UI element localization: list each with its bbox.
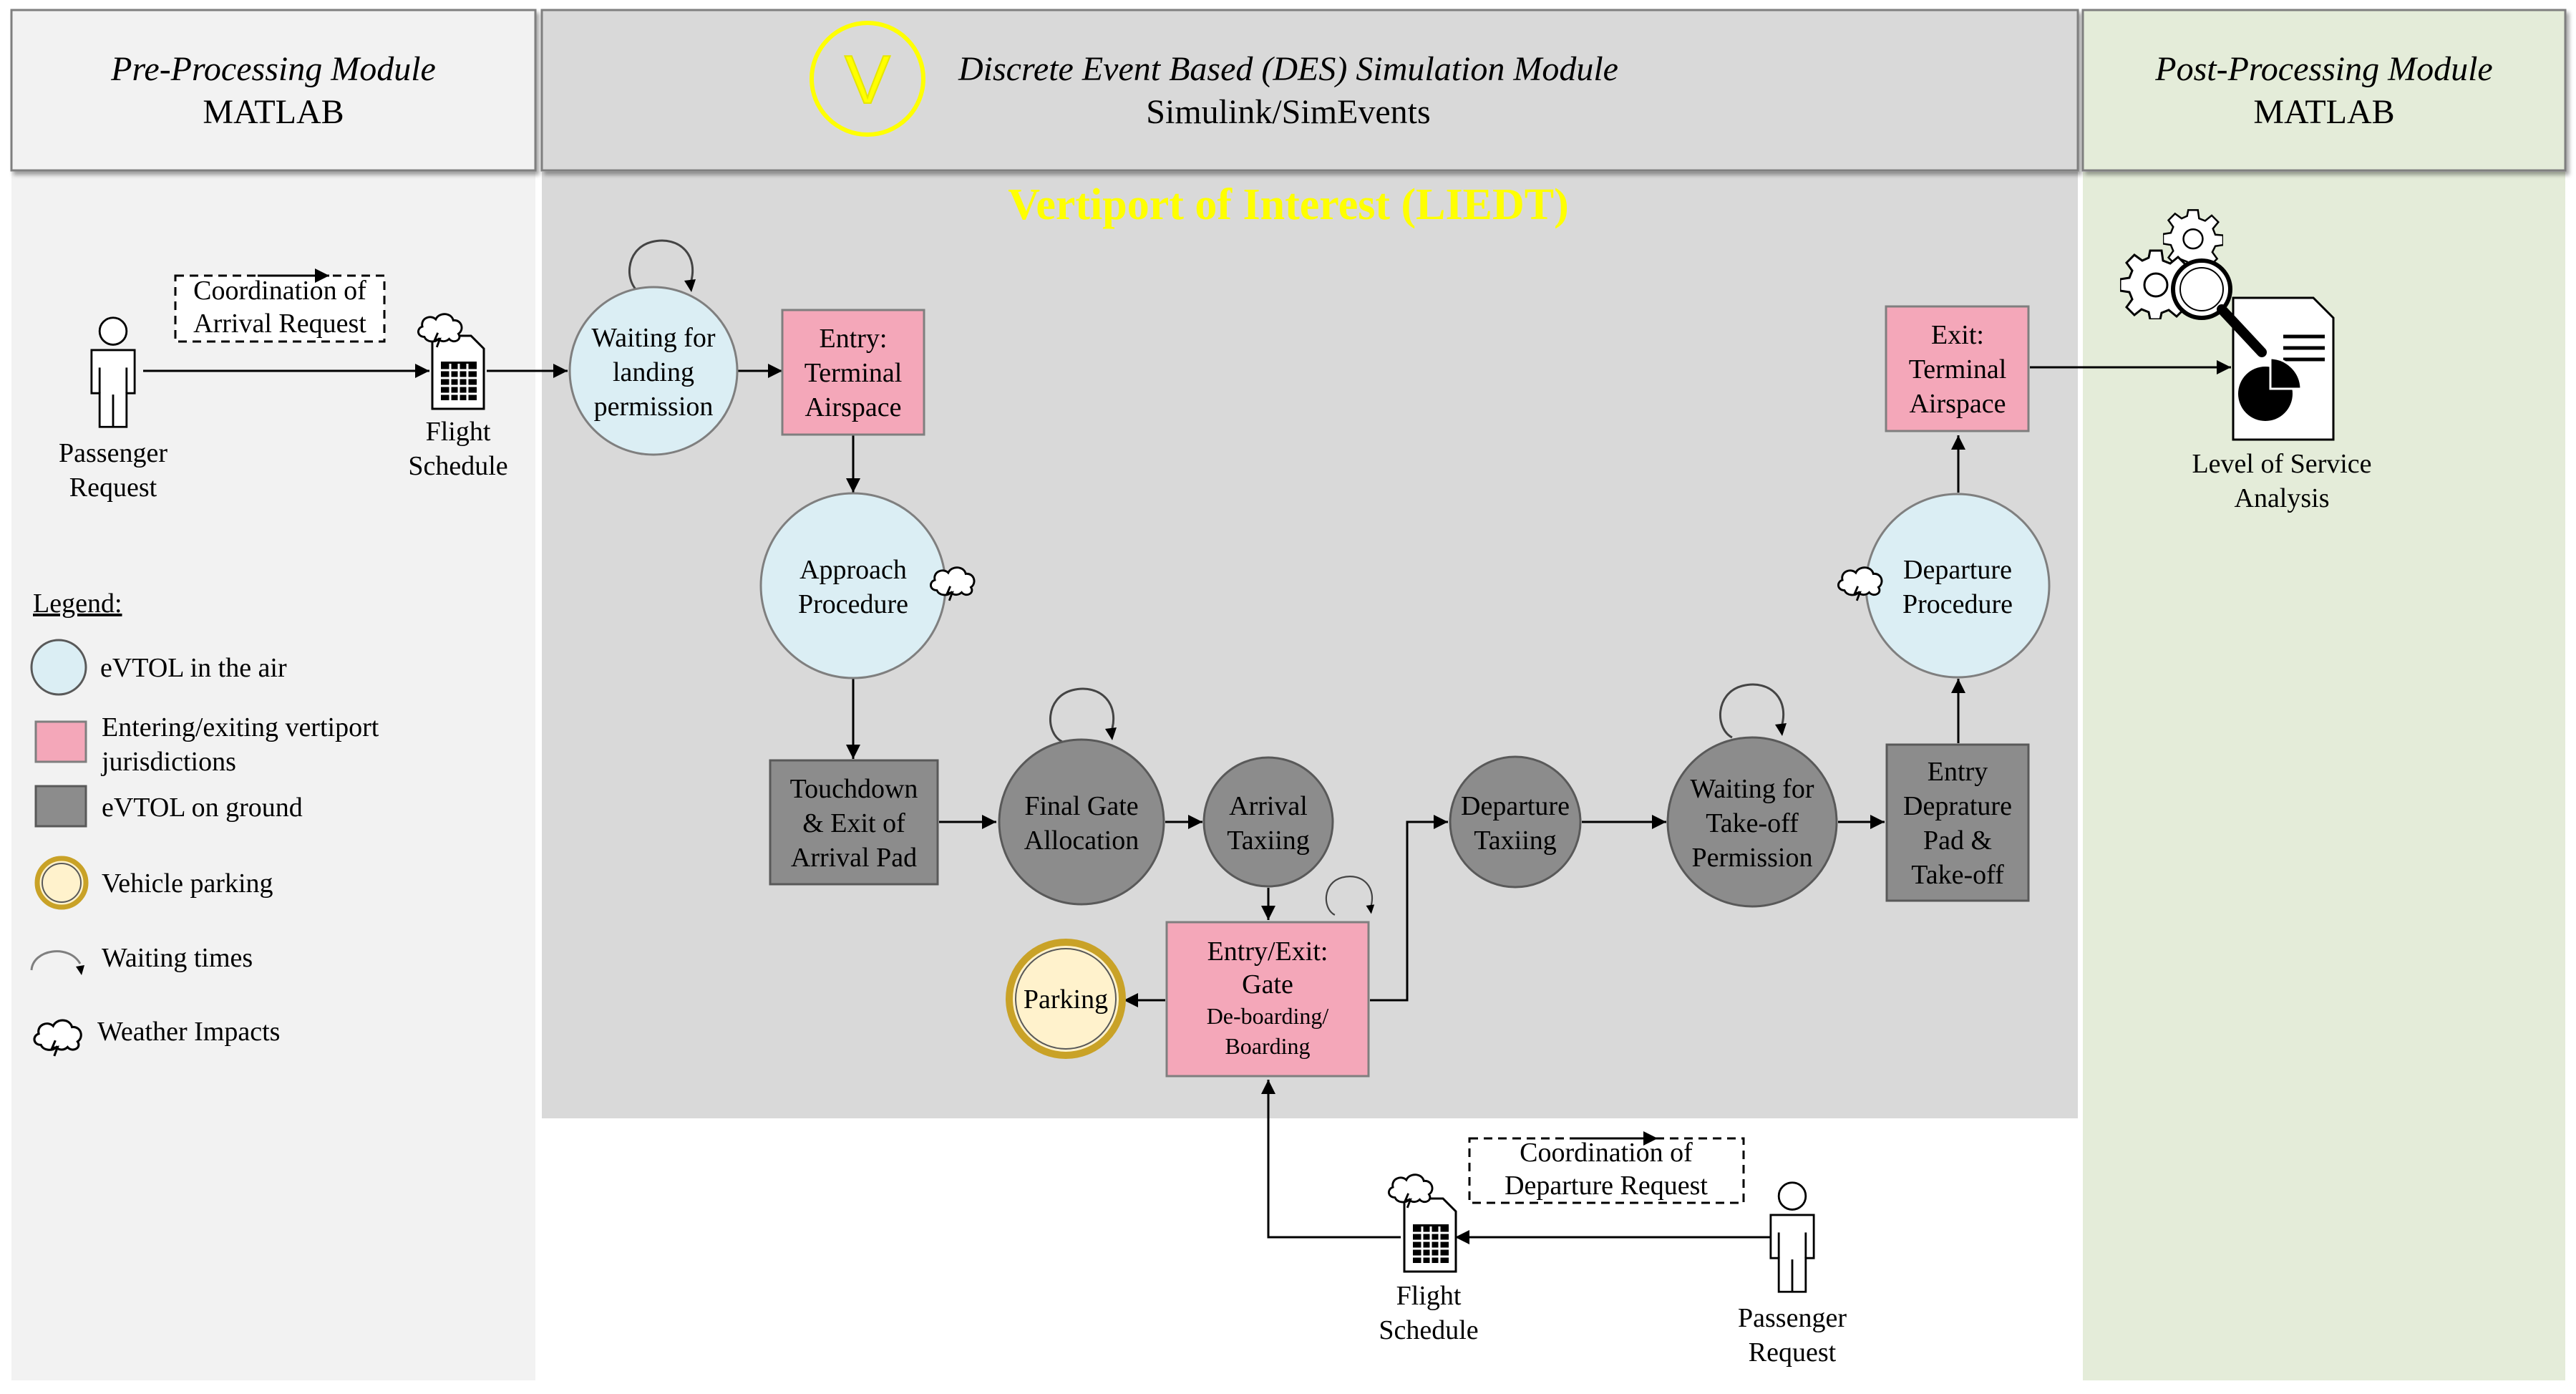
node-departure-taxiing-label-2: Taxiing (1474, 826, 1557, 856)
departure-schedule-label-2: Schedule (1379, 1315, 1478, 1345)
node-entry-departure-pad-label-4: Take-off (1911, 860, 2004, 890)
node-entry-departure-pad-label-3: Pad & (1923, 826, 1992, 856)
post-processing-header: Post-Processing Module MATLAB (2081, 9, 2567, 172)
arrival-schedule-icon (431, 334, 485, 410)
node-gate-label-4: Boarding (1225, 1033, 1310, 1059)
node-gate (1165, 921, 1370, 1078)
node-departure-procedure (1865, 493, 2051, 679)
legend-item-waiting: Waiting times (102, 943, 253, 973)
node-entry-departure-pad-label-1: Entry (1928, 757, 1988, 787)
node-departure-procedure-label-2: Procedure (1902, 589, 2013, 619)
node-waiting-takeoff-label-2: Take-off (1706, 808, 1799, 838)
node-entry-terminal-label-1: Entry: (820, 324, 888, 354)
node-waiting-takeoff-label-1: Waiting for (1690, 774, 1814, 804)
node-arrival-taxiing-label-2: Taxiing (1227, 826, 1310, 856)
node-exit-terminal-label-2: Terminal (1909, 354, 2007, 384)
node-departure-procedure-label-1: Departure (1903, 555, 2012, 585)
node-entry-terminal-label-2: Terminal (805, 358, 903, 388)
parking-circle-icon (34, 856, 89, 910)
loop-arrow-icon (30, 950, 82, 971)
node-waiting-landing (568, 286, 739, 456)
node-entry-departure-pad (1885, 743, 2030, 902)
pre-module-tool: MATLAB (203, 93, 344, 131)
legend-item-weather: Weather Impacts (97, 1017, 280, 1047)
node-final-gate-label-1: Final Gate (1024, 791, 1138, 821)
node-departure-taxiing-label-1: Departure (1461, 791, 1570, 821)
node-touchdown-label-2: & Exit of (802, 808, 905, 838)
analysis-label-1: Level of Service (2192, 449, 2371, 479)
arrival-schedule-label-2: Schedule (408, 451, 507, 481)
node-exit-terminal-label-1: Exit: (1931, 320, 1984, 350)
node-exit-terminal-label-3: Airspace (1909, 389, 2006, 419)
legend-item-parking: Vehicle parking (102, 868, 273, 899)
node-waiting-landing-label-2: landing (613, 357, 694, 387)
analysis-magnifier-icon (2171, 258, 2267, 357)
pre-module-title: Pre-Processing Module (110, 50, 436, 88)
node-waiting-landing-label-1: Waiting for (591, 323, 716, 353)
departure-coordination-label-2: Departure Request (1505, 1171, 1708, 1201)
post-module-title: Post-Processing Module (2154, 50, 2492, 88)
departure-coordination-box (1468, 1137, 1745, 1204)
departure-passenger-label-2: Request (1749, 1337, 1837, 1368)
departure-schedule-label-1: Flight (1396, 1281, 1462, 1311)
legend-item-ground: eVTOL on ground (102, 793, 303, 823)
node-gate-label-1: Entry/Exit: (1207, 936, 1328, 967)
node-parking-label: Parking (1024, 984, 1108, 1015)
node-gate-label-2: Gate (1242, 969, 1293, 999)
vertiport-logo-icon (810, 21, 925, 137)
node-departure-taxiing (1449, 755, 1582, 889)
blue-circle-icon (30, 639, 87, 696)
node-arrival-taxiing-label-1: Arrival (1229, 791, 1308, 821)
arrival-coordination-label-2: Arrival Request (193, 309, 366, 339)
node-touchdown-label-1: Touchdown (790, 774, 918, 804)
departure-passenger-label-1: Passenger (1738, 1303, 1847, 1333)
node-exit-terminal (1885, 305, 2030, 432)
departure-coordination-label-1: Coordination of (1520, 1138, 1693, 1168)
node-entry-terminal (781, 309, 925, 436)
arrival-passenger-label-2: Request (69, 473, 157, 503)
analysis-report-icon (2232, 296, 2335, 441)
node-entry-terminal-label-3: Airspace (805, 392, 901, 422)
departure-schedule-icon (1403, 1197, 1457, 1273)
arrival-schedule-label-1: Flight (426, 417, 491, 447)
post-module-tool: MATLAB (2253, 93, 2394, 131)
node-arrival-taxiing (1202, 756, 1334, 888)
node-approach-label-1: Approach (799, 555, 907, 585)
analysis-gear-small-icon (2163, 209, 2223, 268)
node-approach (759, 492, 947, 679)
arrival-coordination-label-1: Coordination of (193, 276, 366, 306)
legend-item-entry-1: Entering/exiting vertiport (102, 712, 379, 742)
pre-processing-header: Pre-Processing Module MATLAB (10, 9, 537, 172)
arrival-coordination-box (174, 274, 386, 343)
node-approach-label-2: Procedure (798, 589, 908, 619)
connectors (143, 360, 2231, 1244)
gray-square-icon (34, 785, 87, 828)
departure-passenger-icon (1769, 1181, 1815, 1293)
node-waiting-landing-label-3: permission (594, 392, 714, 422)
vertiport-title: Vertiport of Interest (LIEDT) (1008, 180, 1569, 229)
sim-module-title: Discrete Event Based (DES) Simulation Mo… (958, 50, 1618, 88)
node-final-gate (998, 738, 1165, 906)
node-touchdown-label-3: Arrival Pad (791, 843, 917, 873)
node-final-gate-label-2: Allocation (1024, 826, 1139, 856)
logo-letter: V (845, 42, 890, 118)
sim-module-tool: Simulink/SimEvents (1146, 93, 1430, 131)
node-parking (1006, 939, 1126, 1059)
arrival-passenger-label-1: Passenger (59, 438, 167, 468)
analysis-label-2: Analysis (2235, 483, 2330, 513)
node-entry-departure-pad-label-2: Deprature (1903, 791, 2012, 821)
legend-title: Legend: (33, 589, 122, 619)
node-gate-label-3: De-boarding/ (1207, 1003, 1329, 1029)
node-touchdown (769, 759, 939, 886)
legend: Legend: eVTOL in the air Entering/exitin… (30, 589, 379, 1057)
simulation-header: V Discrete Event Based (DES) Simulation … (540, 9, 2079, 172)
node-waiting-takeoff (1666, 736, 1838, 908)
pink-square-icon (34, 720, 87, 763)
legend-item-entry-2: jurisdictions (100, 747, 236, 777)
legend-item-air: eVTOL in the air (100, 653, 287, 683)
node-waiting-takeoff-label-3: Permission (1692, 843, 1813, 873)
